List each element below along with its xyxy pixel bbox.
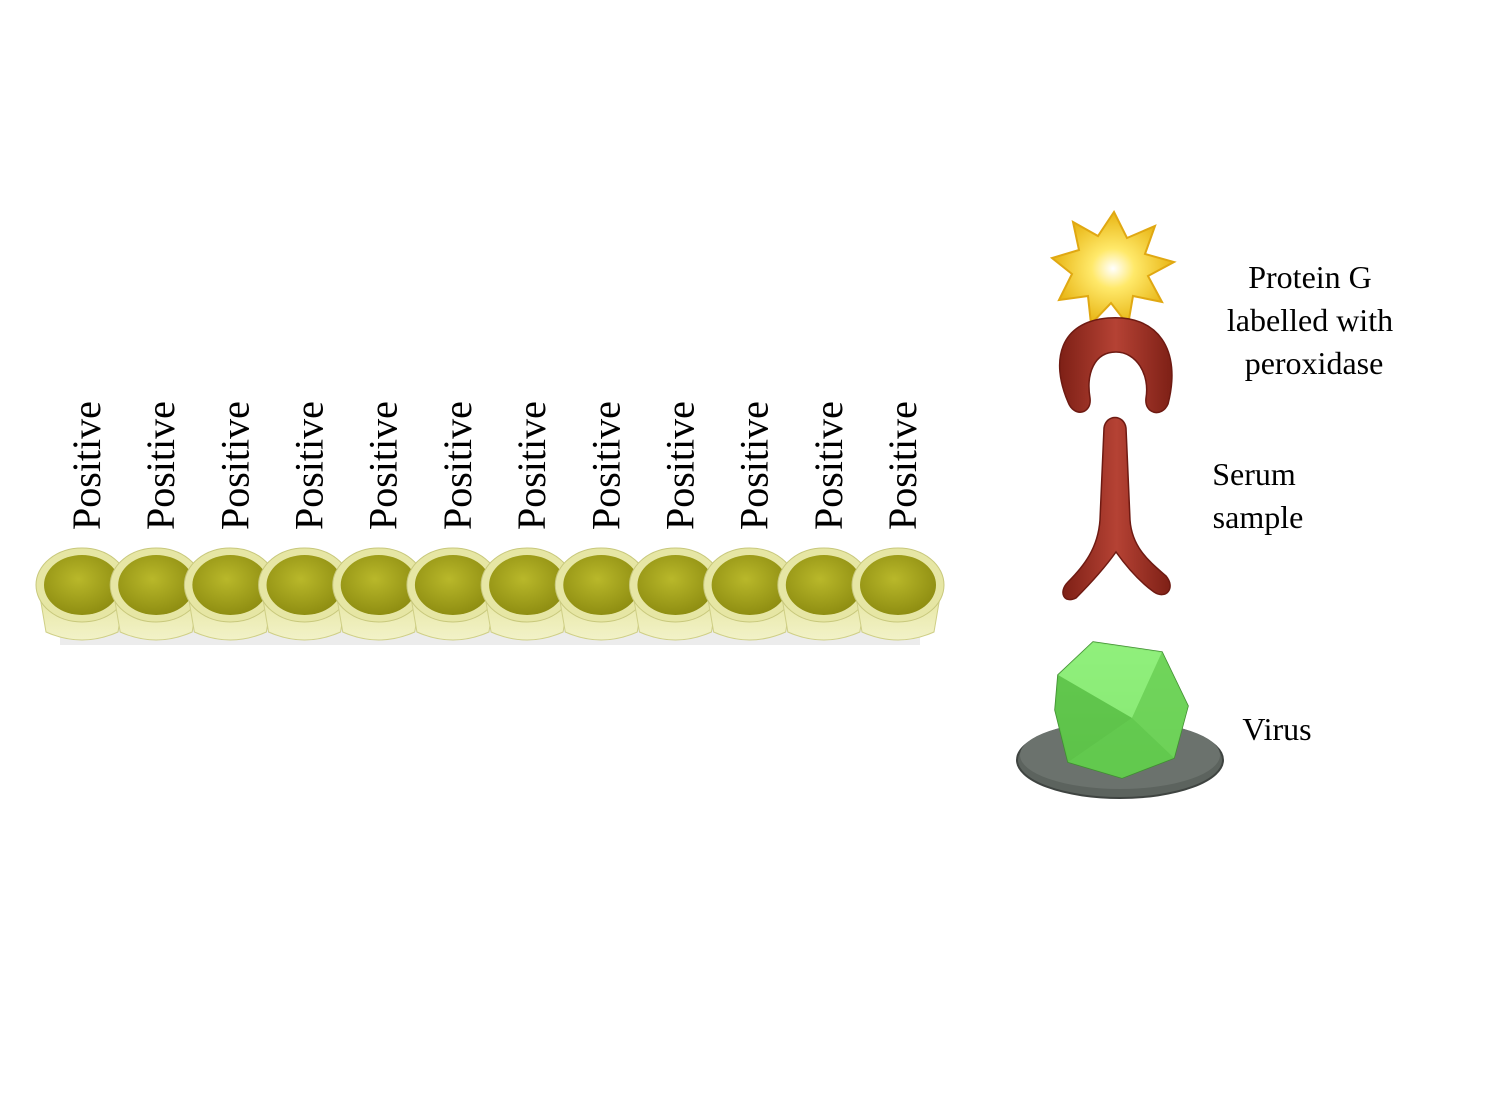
well (554, 547, 648, 641)
well-liquid (192, 555, 269, 615)
well (406, 547, 500, 641)
virus-facet-top (1058, 642, 1162, 718)
well-liquid (44, 555, 120, 615)
well (777, 547, 871, 641)
well-result-label: Positive (732, 401, 777, 530)
virus-facet-front (1068, 718, 1174, 778)
well-result-label: Positive (657, 401, 702, 530)
well-result-label: Positive (212, 401, 257, 530)
well-liquid (118, 555, 195, 615)
well (35, 547, 129, 641)
virus-facet-left (1055, 675, 1132, 762)
well (332, 547, 426, 641)
virus-label: Virus (1242, 711, 1311, 747)
protein-g-shape (1058, 317, 1173, 414)
well-liquid (414, 555, 491, 615)
well-liquid (340, 555, 417, 615)
well (480, 547, 574, 641)
well-result-label: Positive (435, 401, 480, 530)
well (851, 547, 945, 641)
well-result-label: Positive (64, 401, 109, 530)
protein-g-icon (1049, 210, 1177, 414)
well-result-label: Positive (361, 401, 406, 530)
well-result-label: Positive (583, 401, 628, 530)
protein-g-label-line-3: peroxidase (1245, 345, 1384, 381)
well-liquid (785, 555, 862, 615)
well (703, 547, 797, 641)
well-liquid (637, 555, 714, 615)
serum-label-line-1: Serum (1212, 456, 1296, 492)
protein-g-label-line-2: labelled with (1227, 302, 1393, 338)
well-liquid (563, 555, 640, 615)
protein-g-label: Protein G labelled with peroxidase (1227, 259, 1401, 381)
virus-icon (1016, 641, 1224, 799)
well-labels: Positive Positive Positive Positive Positive… (64, 401, 925, 530)
well-liquid (860, 555, 936, 615)
antibody-icon (1062, 416, 1171, 601)
well-result-label: Positive (287, 401, 332, 530)
wells-row (35, 547, 945, 645)
well (258, 547, 352, 641)
virus-label-line-1: Virus (1242, 711, 1311, 747)
well (109, 547, 203, 641)
well-liquid (266, 555, 343, 615)
serum-label: Serum sample (1212, 456, 1304, 535)
well-result-label: Positive (806, 401, 851, 530)
well (628, 547, 722, 641)
protein-g-label-line-1: Protein G (1248, 259, 1372, 295)
peroxidase-star-icon (1049, 210, 1177, 328)
serum-label-line-2: sample (1213, 499, 1304, 535)
well-liquid (711, 555, 788, 615)
virus-facet-right (1132, 652, 1188, 758)
well (183, 547, 277, 641)
well-result-label: Positive (880, 401, 925, 530)
well-liquid (489, 555, 566, 615)
well-result-label: Positive (138, 401, 183, 530)
antibody-shape (1062, 416, 1171, 601)
well-result-label: Positive (509, 401, 554, 530)
